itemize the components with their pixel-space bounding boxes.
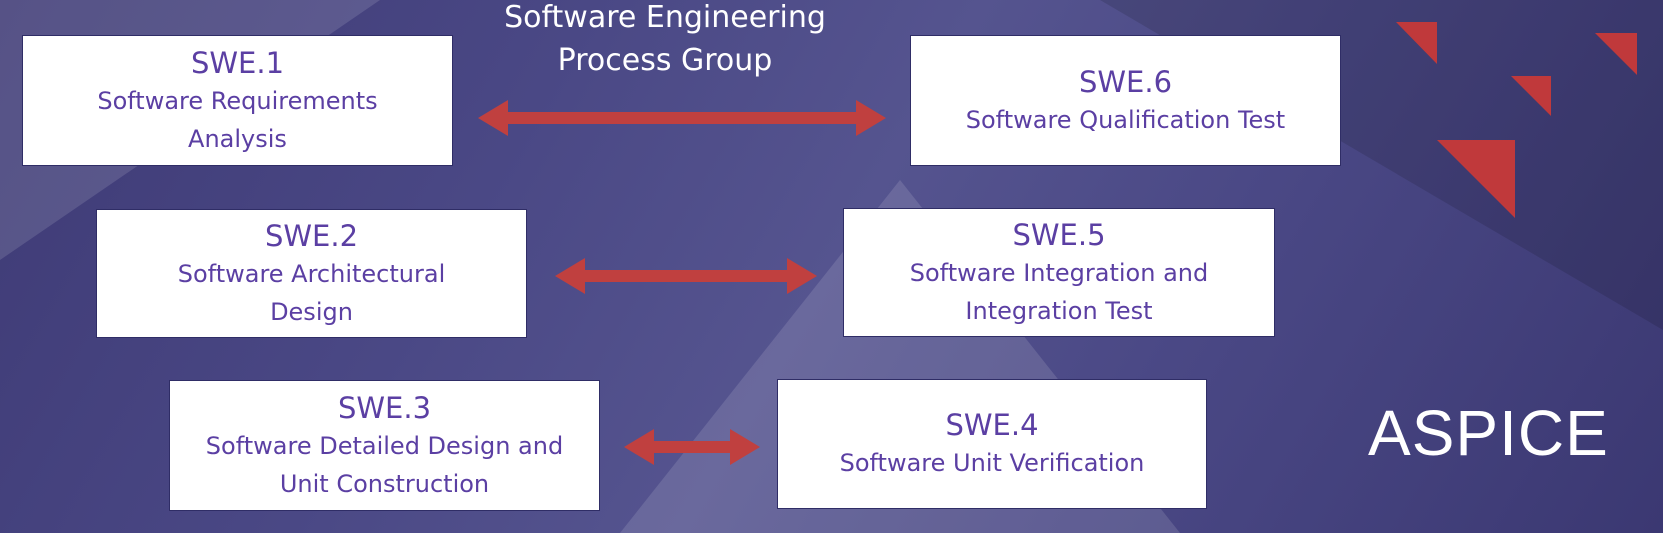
brand-label: ASPICE	[1368, 397, 1609, 469]
process-code: SWE.1	[190, 45, 285, 80]
process-name-line-2: Integration Test	[965, 296, 1153, 325]
process-name-line-2: Design	[270, 297, 353, 326]
decorative-triangles	[1396, 22, 1637, 218]
process-box-swe2[interactable]: SWE.2 Software Architectural Design	[96, 209, 527, 338]
arrow-swe2-swe5	[555, 258, 817, 294]
process-name-line-1: Software Unit Verification	[839, 449, 1145, 477]
process-box-swe6[interactable]: SWE.6 Software Qualification Test	[910, 35, 1341, 166]
process-name-line-1: Software Qualification Test	[965, 105, 1286, 134]
process-name-line-1: Software Integration and	[909, 258, 1209, 287]
process-name-line-1: Software Requirements	[97, 86, 378, 115]
process-name-line-1: Software Detailed Design and	[205, 431, 564, 460]
process-code: SWE.6	[1078, 64, 1173, 99]
arrow-swe3-swe4	[624, 429, 760, 465]
process-code: SWE.5	[1012, 217, 1106, 252]
title-line-2: Process Group	[557, 43, 773, 78]
arrow-swe1-swe6	[478, 100, 886, 136]
process-code: SWE.2	[264, 218, 359, 253]
process-code: SWE.3	[337, 390, 432, 425]
process-name-line-2: Analysis	[188, 124, 287, 153]
process-code: SWE.4	[945, 408, 1039, 442]
process-group-title: Software Engineering Process Group	[480, 0, 850, 82]
title-line-1: Software Engineering	[504, 0, 826, 35]
process-box-swe3[interactable]: SWE.3 Software Detailed Design and Unit …	[169, 380, 600, 511]
process-box-swe1[interactable]: SWE.1 Software Requirements Analysis	[22, 35, 453, 166]
process-name-line-2: Unit Construction	[279, 469, 490, 498]
process-name-line-1: Software Architectural	[177, 259, 446, 288]
process-box-swe4[interactable]: SWE.4 Software Unit Verification	[777, 379, 1207, 509]
process-box-swe5[interactable]: SWE.5 Software Integration and Integrati…	[843, 208, 1275, 337]
